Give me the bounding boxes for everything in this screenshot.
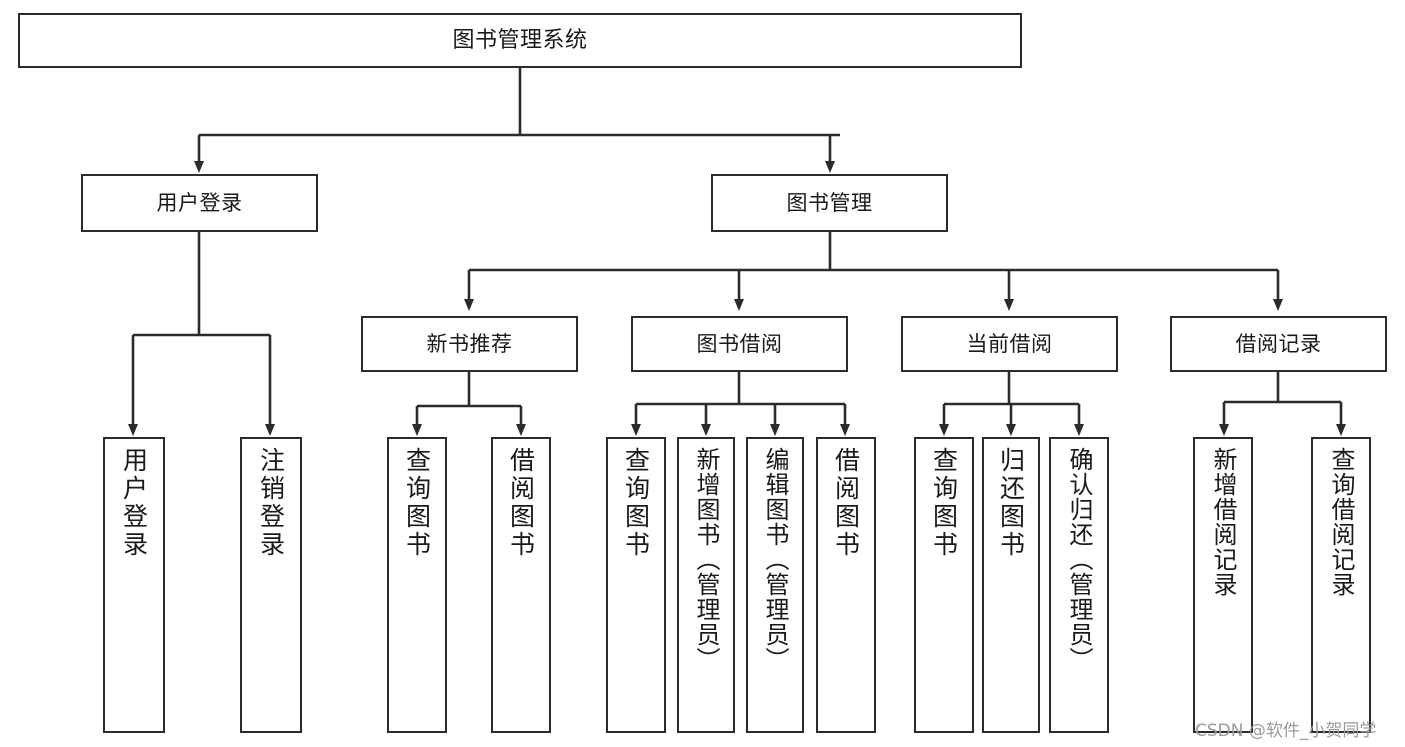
node-book-management[interactable]: 图书管理	[711, 174, 948, 232]
node-label: 借阅图书	[831, 447, 861, 559]
node-label: 借阅图书	[506, 447, 536, 559]
node-label: 用户登录	[119, 447, 149, 559]
node-label: 编辑图书（管理员）	[761, 447, 789, 672]
node-label: 确认归还（管理员）	[1065, 447, 1093, 672]
node-label: 查询图书	[621, 447, 651, 559]
node-leaf-query-book-1[interactable]: 查询图书	[387, 437, 447, 733]
node-leaf-borrow-book-1[interactable]: 借阅图书	[491, 437, 551, 733]
node-label: 图书借阅	[696, 331, 783, 356]
node-label: 查询图书	[929, 447, 959, 559]
node-leaf-return-book[interactable]: 归还图书	[982, 437, 1040, 733]
node-borrow-record[interactable]: 借阅记录	[1170, 316, 1387, 372]
node-leaf-add-book[interactable]: 新增图书（管理员）	[677, 437, 735, 733]
node-current-borrow[interactable]: 当前借阅	[901, 316, 1118, 372]
node-label: 新增图书（管理员）	[692, 447, 720, 672]
node-label: 图书管理	[786, 190, 873, 215]
node-user-login[interactable]: 用户登录	[81, 174, 318, 232]
node-leaf-query-book-2[interactable]: 查询图书	[606, 437, 666, 733]
node-label: 新书推荐	[426, 331, 513, 356]
node-leaf-query-book-3[interactable]: 查询图书	[914, 437, 974, 733]
node-root-library-system[interactable]: 图书管理系统	[18, 13, 1022, 68]
csdn-watermark: CSDN @软件_小贺同学	[1195, 721, 1377, 741]
node-label: 归还图书	[996, 447, 1026, 559]
node-label: 查询借阅记录	[1327, 447, 1355, 597]
node-leaf-query-record[interactable]: 查询借阅记录	[1311, 437, 1371, 733]
node-leaf-confirm-return[interactable]: 确认归还（管理员）	[1049, 437, 1109, 733]
node-label: 借阅记录	[1235, 331, 1322, 356]
node-leaf-add-record[interactable]: 新增借阅记录	[1193, 437, 1253, 733]
node-leaf-logout[interactable]: 注销登录	[240, 437, 302, 733]
node-label: 注销登录	[256, 447, 286, 559]
node-leaf-borrow-book-2[interactable]: 借阅图书	[816, 437, 876, 733]
node-label: 当前借阅	[966, 331, 1053, 356]
node-label: 查询图书	[402, 447, 432, 559]
node-new-book-recommend[interactable]: 新书推荐	[361, 316, 578, 372]
node-leaf-edit-book[interactable]: 编辑图书（管理员）	[746, 437, 804, 733]
node-book-borrow[interactable]: 图书借阅	[631, 316, 848, 372]
node-label: 新增借阅记录	[1209, 447, 1237, 597]
node-leaf-user-login[interactable]: 用户登录	[103, 437, 165, 733]
node-label: 用户登录	[156, 190, 243, 215]
node-label: 图书管理系统	[452, 27, 588, 53]
